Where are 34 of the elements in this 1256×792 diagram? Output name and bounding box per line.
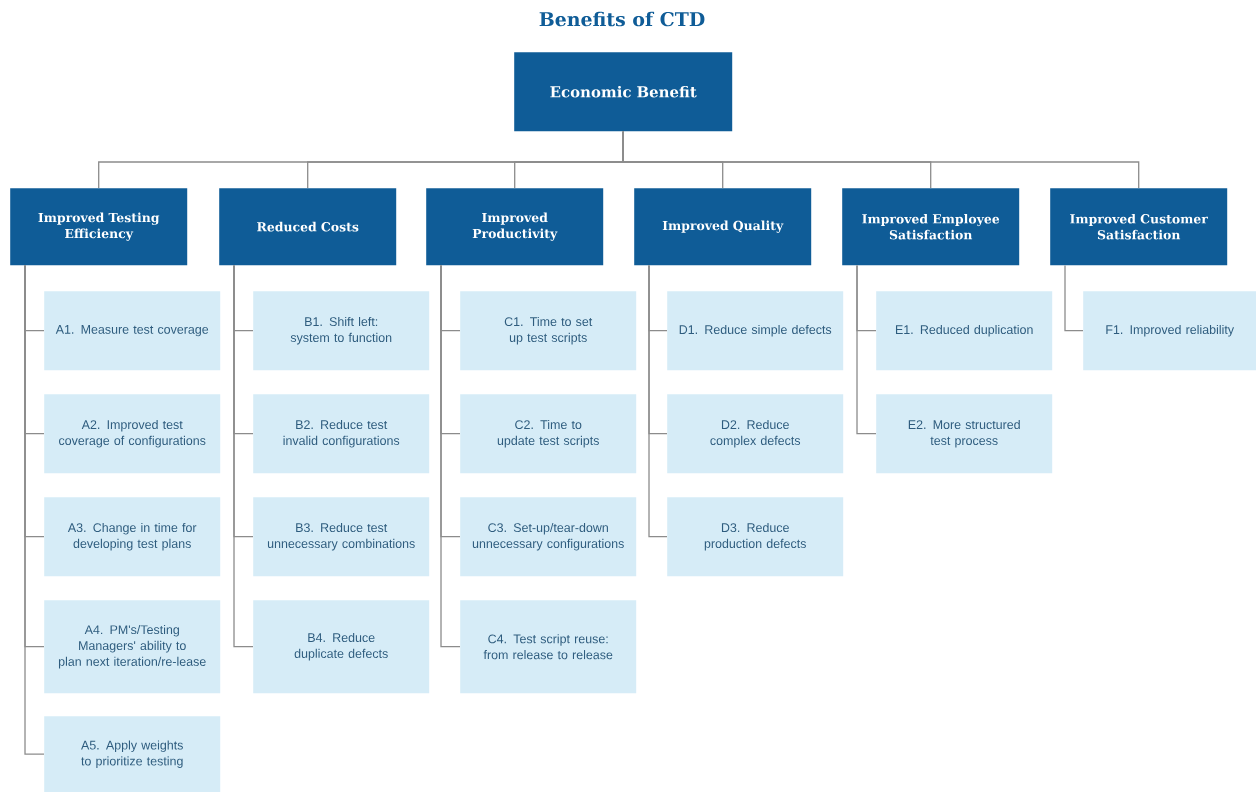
benefit-box: C3. Set-up/tear-down unnecessary configurations <box>460 497 637 577</box>
connector-line <box>622 130 1140 189</box>
benefit-box: A4. PM's/Testing Managers' ability to plan next iteration/re-lease <box>44 600 221 694</box>
connector-line <box>233 264 254 648</box>
connector-line <box>856 264 877 435</box>
benefit-box: B2. Reduce test invalid configurations <box>253 394 430 474</box>
connector-line <box>440 264 461 648</box>
benefit-box: D1. Reduce simple defects <box>667 291 844 371</box>
benefit-box: A2. Improved test coverage of configurations <box>44 394 221 474</box>
benefit-box: B1. Shift left: system to function <box>253 291 430 371</box>
benefit-box: B3. Reduce test unnecessary combinations <box>253 497 430 577</box>
category-box: Improved Productivity <box>426 188 604 266</box>
benefit-box: A1. Measure test coverage <box>44 291 221 371</box>
benefit-box: F1. Improved reliability <box>1083 291 1256 371</box>
category-box: Improved Employee Satisfaction <box>842 188 1020 266</box>
benefit-box: B4. Reduce duplicate defects <box>253 600 430 694</box>
title: Benefits of CTD <box>539 11 705 27</box>
benefit-box: D3. Reduce production defects <box>667 497 844 577</box>
benefit-box: A5. Apply weights to prioritize testing <box>44 716 221 792</box>
benefit-box: D2. Reduce complex defects <box>667 394 844 474</box>
category-box: Improved Testing Efficiency <box>10 188 188 266</box>
benefit-box: A3. Change in time for developing test plans <box>44 497 221 577</box>
benefit-box: C1. Time to set up test scripts <box>460 291 637 371</box>
benefit-box: C4. Test script reuse: from release to release <box>460 600 637 694</box>
connector-line <box>1064 264 1084 332</box>
category-box: Improved Customer Satisfaction <box>1050 188 1228 266</box>
connector-line <box>648 264 668 538</box>
benefit-box: C2. Time to update test scripts <box>460 394 637 474</box>
root-box: Economic Benefit <box>514 52 733 132</box>
category-box: Reduced Costs <box>219 188 397 266</box>
benefit-box: E2. More structured test process <box>876 394 1053 474</box>
category-box: Improved Quality <box>634 188 812 266</box>
connector-line <box>24 264 45 755</box>
benefit-box: E1. Reduced duplication <box>876 291 1053 371</box>
